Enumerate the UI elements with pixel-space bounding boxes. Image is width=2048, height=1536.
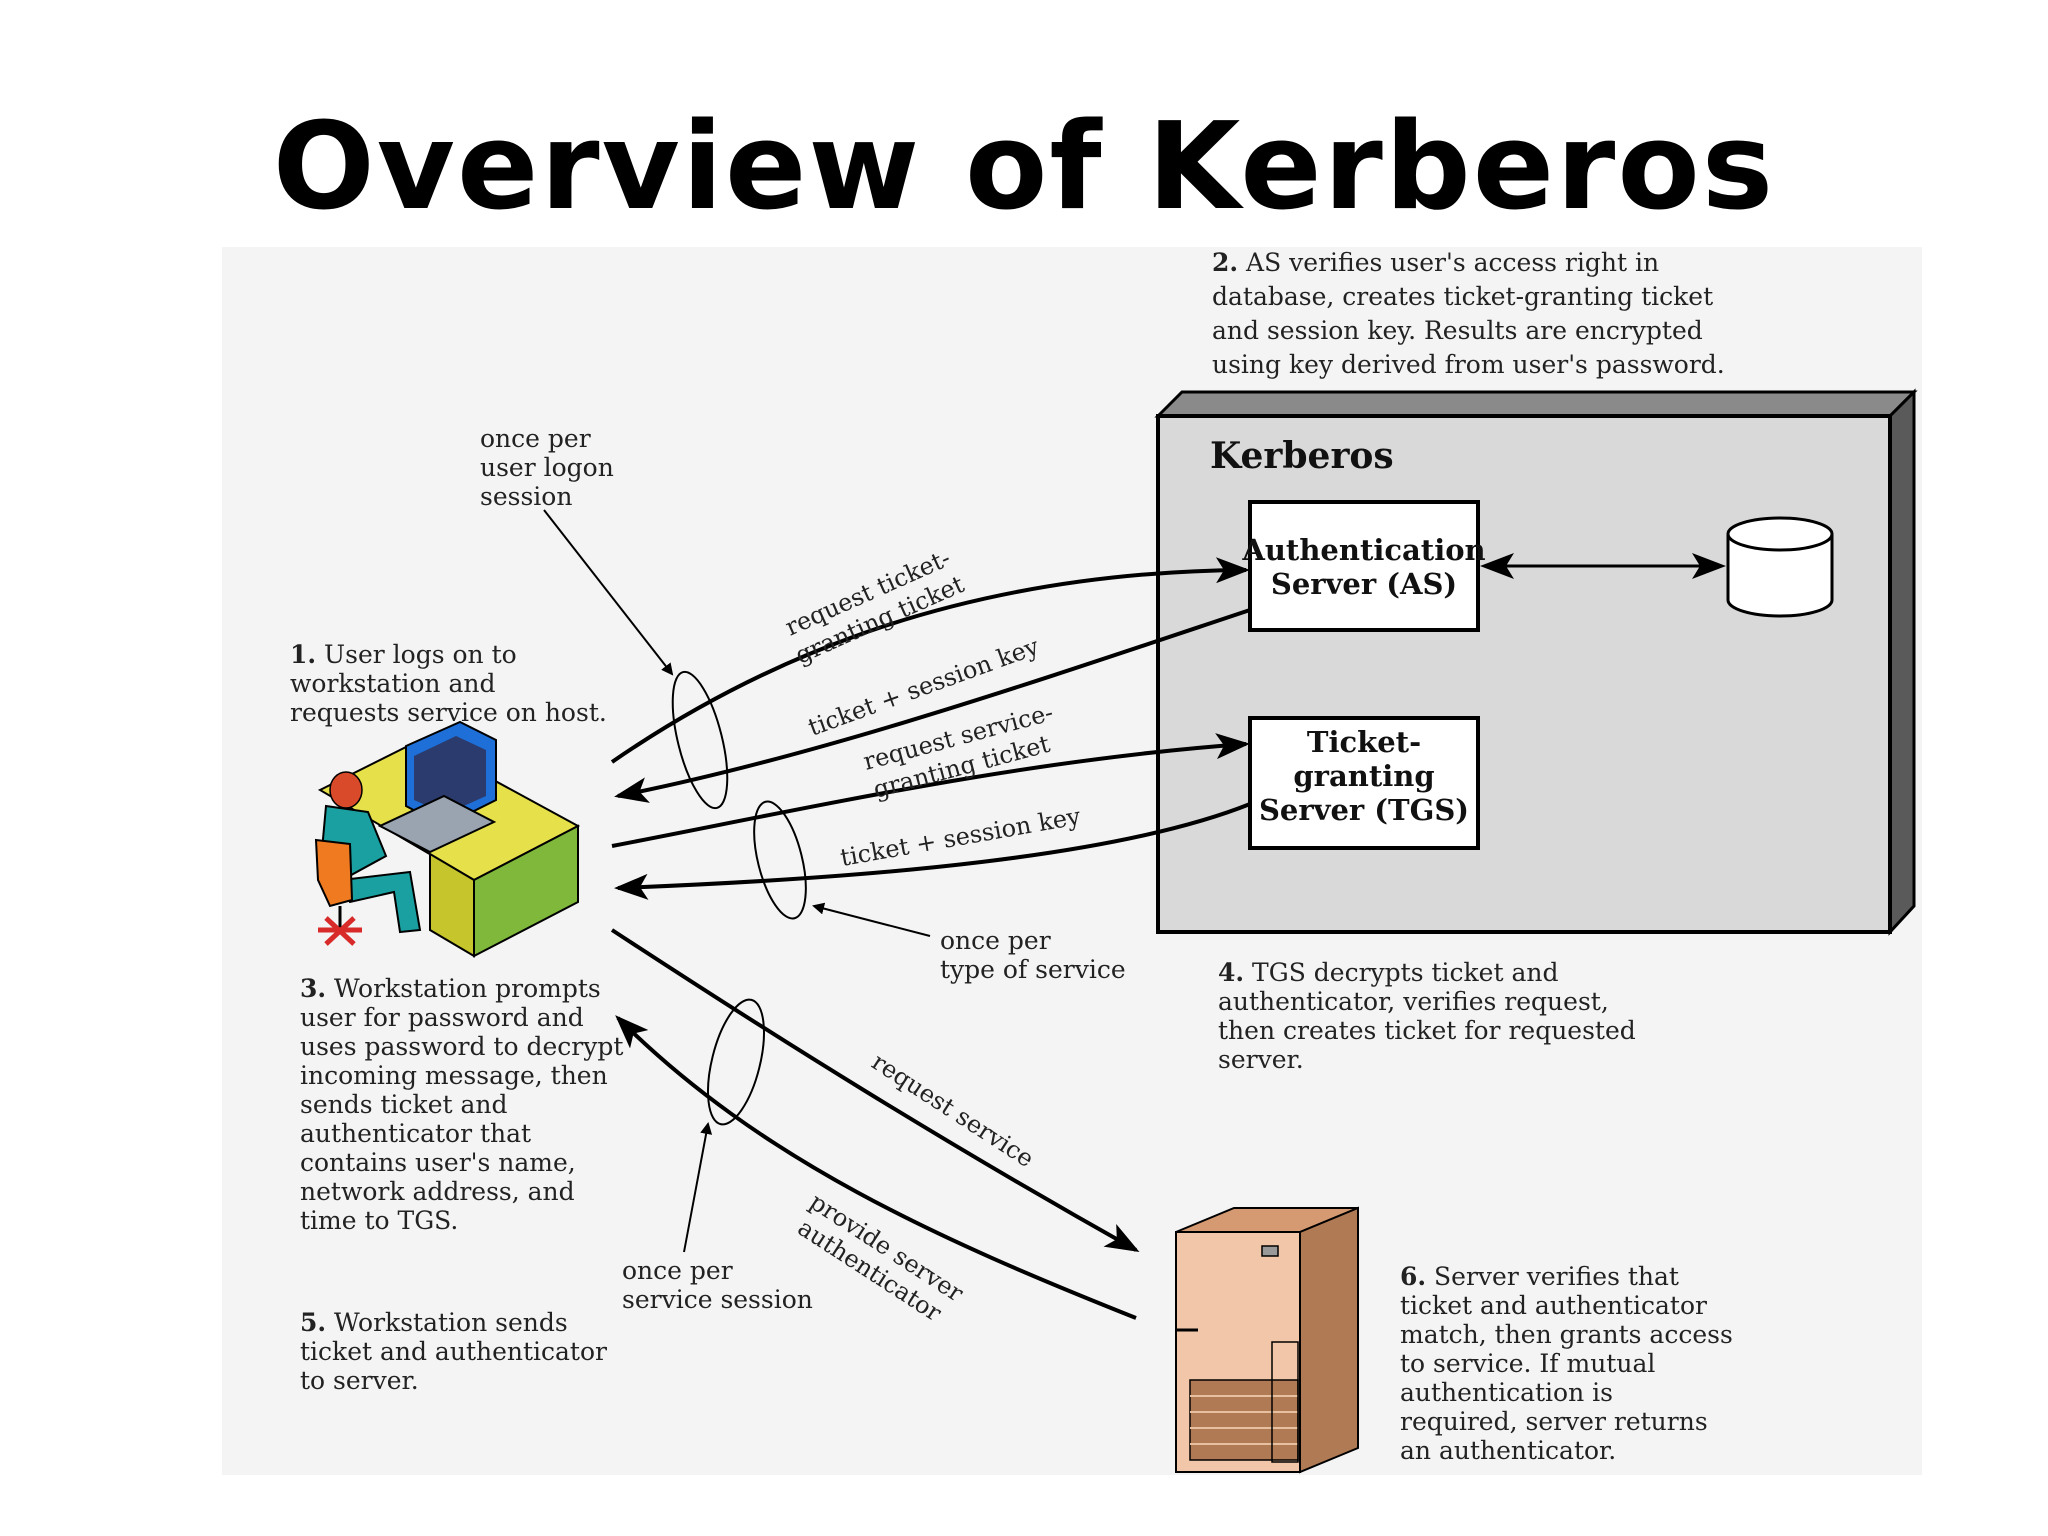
label-request-service: request service — [867, 1048, 1039, 1173]
step-5-note: 5. Workstation sends ticket and authenti… — [300, 1308, 607, 1395]
loop-logon-session — [671, 670, 729, 810]
tgs-label-line3: Server (TGS) — [1259, 793, 1469, 827]
step-6-text: Server verifies that ticket and authenti… — [1400, 1262, 1733, 1465]
label-once-per-service-session: once per service session — [622, 1256, 813, 1314]
tgs-label-line1: Ticket- — [1307, 725, 1421, 759]
page-title: Overview of Kerberos — [272, 98, 1776, 237]
step-6-number: 6. — [1400, 1262, 1427, 1291]
step-5-number: 5. — [300, 1308, 327, 1337]
step-3-text: Workstation prompts user for password an… — [300, 974, 624, 1235]
database-cylinder-icon — [1726, 516, 1834, 618]
as-label-line1: Authentication — [1241, 533, 1485, 567]
label-once-per-logon-session: once per user logon session — [480, 424, 614, 511]
pointer-type-of-service — [812, 902, 931, 937]
loop-type-of-service — [753, 800, 807, 920]
step-2-text: AS verifies user's access right in datab… — [1212, 248, 1725, 379]
label-once-per-type-of-service: once per type of service — [940, 926, 1126, 984]
kerberos-label: Kerberos — [1210, 435, 1394, 477]
as-label-line2: Server (AS) — [1271, 567, 1457, 601]
loop-service-session — [707, 998, 765, 1126]
step-2-number: 2. — [1212, 248, 1239, 277]
step-1-text: User logs on to workstation and requests… — [290, 640, 607, 727]
step-3-number: 3. — [300, 974, 327, 1003]
step-4-number: 4. — [1218, 958, 1245, 987]
step-5-text: Workstation sends ticket and authenticat… — [300, 1308, 607, 1395]
arrow-ticket-session-key-1 — [614, 608, 1251, 803]
step-4-text: TGS decrypts ticket and authenticator, v… — [1218, 958, 1636, 1074]
step-1-note: 1. User logs on to workstation and reque… — [290, 640, 607, 727]
label-ticket-session-key-2: ticket + session key — [838, 802, 1083, 872]
server-tower-icon — [1175, 1206, 1359, 1474]
arrow-ticket-session-key-2 — [614, 802, 1251, 900]
arrow-provide-authenticator — [615, 1015, 1137, 1320]
step-3-note: 3. Workstation prompts user for password… — [300, 974, 623, 1235]
arrow-request-sgt — [611, 733, 1250, 848]
arrow-request-tgt — [610, 557, 1250, 764]
pointer-service-session — [683, 1122, 713, 1253]
step-1-number: 1. — [290, 640, 317, 669]
step-2-note: 2. AS verifies user's access right in da… — [1212, 246, 1725, 382]
step-4-note: 4. TGS decrypts ticket and authenticator… — [1218, 958, 1636, 1074]
pointer-logon-session — [543, 509, 674, 676]
step-6-note: 6. Server verifies that ticket and authe… — [1400, 1262, 1733, 1465]
tgs-box — [1248, 716, 1480, 850]
authentication-server-box — [1248, 500, 1480, 632]
tgs-label-line2: granting — [1293, 759, 1434, 793]
arrow-request-service — [610, 928, 1140, 1252]
user-at-workstation-icon — [314, 720, 581, 958]
